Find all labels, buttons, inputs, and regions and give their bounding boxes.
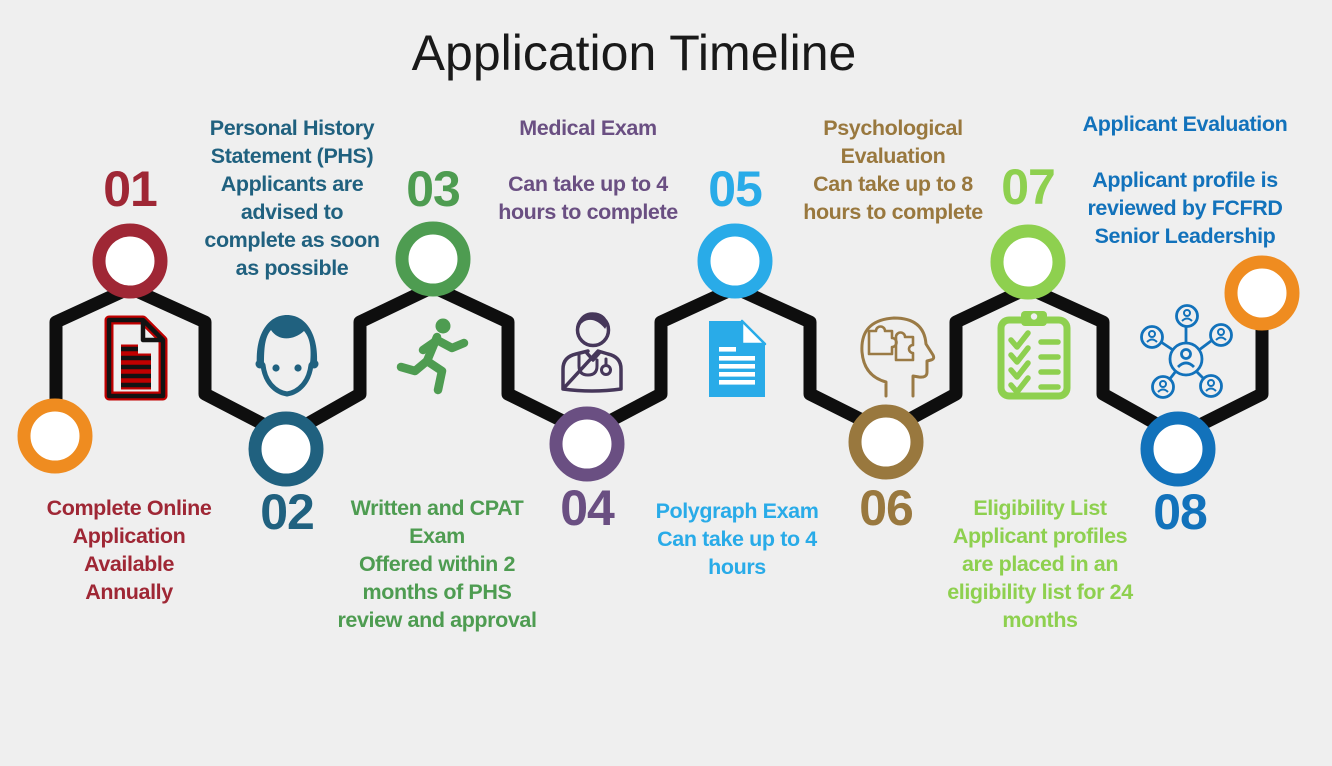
step-05-marker	[697, 223, 773, 299]
timeline-end-circle	[1224, 255, 1300, 331]
step-01-number: 01	[103, 161, 158, 217]
step-02-description: Personal History Statement (PHS) Applica…	[204, 116, 380, 280]
document-icon	[104, 315, 168, 401]
step-04-description: Medical Exam Can take up to 4 hours to c…	[498, 116, 678, 224]
document-icon	[709, 319, 767, 397]
step-08-number: 08	[1153, 484, 1208, 540]
step-01-description: Complete Online Application Available An…	[46, 496, 212, 604]
step-01-marker	[92, 223, 168, 299]
step-06-marker	[848, 404, 924, 480]
clipboard-checklist-icon	[997, 311, 1071, 400]
page-title: Application Timeline	[411, 25, 857, 81]
step-07-marker	[990, 224, 1066, 300]
step-08-marker	[1140, 411, 1216, 487]
step-05-number: 05	[708, 161, 763, 217]
timeline-path	[49, 280, 1269, 443]
step-05-description: Polygraph Exam Can take up to 4 hours	[655, 499, 819, 579]
step-03-description: Written and CPAT Exam Offered within 2 m…	[337, 496, 537, 632]
step-03-marker	[395, 221, 471, 297]
step-08-description: Applicant Evaluation Applicant profile i…	[1082, 112, 1288, 248]
timeline-start-circle	[17, 398, 93, 474]
step-03-number: 03	[406, 161, 461, 217]
doctor-icon	[561, 312, 623, 393]
step-07-description: Eligibility List Applicant profiles are …	[947, 496, 1133, 632]
step-02-marker	[248, 411, 324, 487]
step-04-marker	[549, 406, 625, 482]
person-face-icon	[255, 315, 319, 397]
step-06-number: 06	[859, 480, 914, 536]
step-04-number: 04	[560, 480, 615, 536]
step-07-number: 07	[1001, 159, 1056, 215]
head-puzzle-icon	[860, 316, 936, 398]
running-person-icon	[396, 318, 469, 395]
step-02-number: 02	[260, 484, 315, 540]
network-people-icon	[1140, 304, 1233, 399]
step-06-description: Psychological Evaluation Can take up to …	[803, 116, 983, 224]
